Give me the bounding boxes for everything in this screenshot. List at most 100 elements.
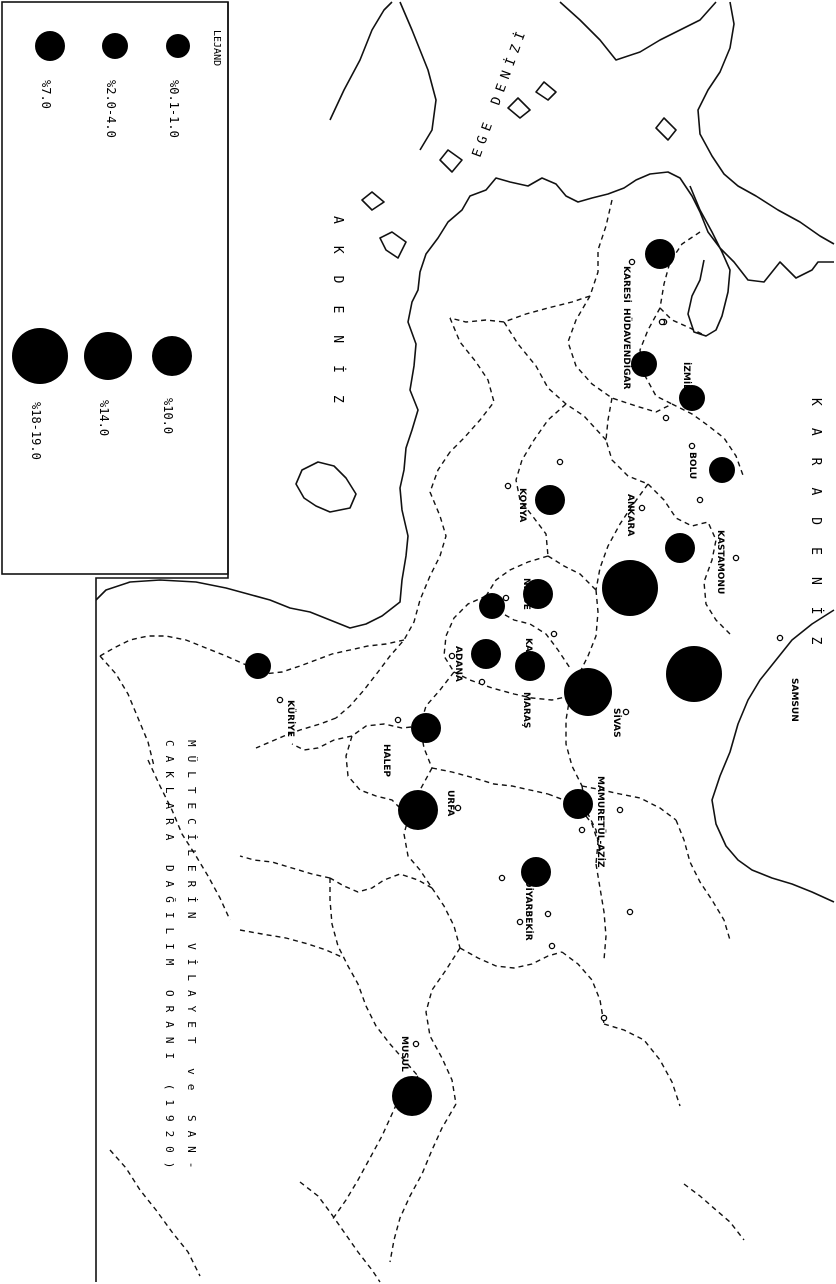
- marmara-coast: [687, 185, 731, 337]
- region-label: MUSUL: [399, 1036, 409, 1072]
- region-marker: KÜRİYE: [245, 653, 296, 737]
- legend-symbol: [84, 332, 132, 380]
- city-marker: [638, 504, 646, 512]
- refugee-share-dot: [564, 668, 612, 716]
- city-marker: [498, 874, 506, 882]
- refugee-share-dot: [479, 593, 505, 619]
- refugee-share-dot: [645, 239, 675, 269]
- aegean-island-6: [655, 117, 677, 141]
- region-label: KARESİ: [621, 266, 632, 303]
- refugee-share-dot: [515, 651, 545, 681]
- coastline: [95, 171, 834, 629]
- city-marker: [504, 482, 512, 490]
- city-marker: [276, 696, 284, 704]
- city-marker: [626, 908, 634, 916]
- refugee-share-dot: [666, 646, 722, 702]
- legend-symbol: [35, 31, 65, 61]
- city-marker: [658, 318, 666, 326]
- region-label: HÜDAVENDİGAR: [621, 308, 632, 389]
- region-marker: SAMSUN: [666, 634, 799, 722]
- city-marker: [696, 496, 704, 504]
- refugee-share-dot: [563, 789, 593, 819]
- city-marker: [776, 634, 784, 642]
- aegean-island-2: [361, 191, 385, 211]
- legend-symbol: [166, 34, 190, 58]
- aegean-label: EGE DENİZİ: [469, 24, 531, 159]
- region-label: HALEP: [381, 744, 391, 777]
- region-label: URFA: [445, 790, 455, 816]
- city-marker: [616, 806, 624, 814]
- legend-symbol: [102, 33, 128, 59]
- legend-item: %2.0-4.0: [102, 33, 128, 138]
- region-markers: KARESİ HÜDAVENDİGAR İZMİD BOLU KASTAMONUANKA…: [245, 239, 799, 1116]
- region-marker: KASTAMONU: [665, 530, 740, 594]
- coastline-east: [711, 609, 835, 903]
- refugee-share-dot: [411, 713, 441, 743]
- legend-item: %14.0: [84, 332, 132, 436]
- refugee-share-dot: [679, 385, 705, 411]
- legend-heading: LEJAND: [211, 30, 222, 66]
- black-sea-label: KARADENİZ: [808, 398, 824, 666]
- city-marker: [548, 942, 556, 950]
- region-marker: ANKARA: [602, 494, 658, 616]
- legend-symbol: [12, 328, 68, 384]
- legend-item: %10.0: [152, 336, 192, 434]
- legend-item: %7.0: [35, 31, 65, 109]
- refugee-share-dot: [535, 485, 565, 515]
- city-marker: [454, 804, 462, 812]
- province-borders: [99, 199, 745, 1283]
- region-label: SİVAS: [611, 708, 622, 738]
- refugee-share-dot: [398, 790, 438, 830]
- legend-items: %0.1-1.0 %2.0-4.0 %7.0 %10.0 %14.0 %18-19.0: [12, 31, 192, 460]
- refugee-share-dot: [471, 639, 501, 669]
- region-label: SAMSUN: [789, 678, 799, 722]
- aegean-island-1: [379, 231, 407, 259]
- city-marker: [550, 630, 558, 638]
- greece-peninsula: [329, 1, 437, 151]
- city-marker: [544, 910, 552, 918]
- refugee-share-dot: [631, 351, 657, 377]
- legend-label: %0.1-1.0: [167, 80, 181, 138]
- region-label: BOLU: [687, 452, 697, 479]
- region-marker: MAMURETÜL-AZİZ: [563, 776, 606, 868]
- legend-symbol: [152, 336, 192, 376]
- region-label: KÜRİYE: [285, 700, 296, 737]
- city-marker: [688, 442, 696, 450]
- aegean-island-4: [507, 97, 531, 119]
- legend-label: %18-19.0: [29, 402, 43, 460]
- city-marker: [732, 554, 740, 562]
- legend-label: %10.0: [161, 398, 175, 434]
- legend-label: %7.0: [39, 80, 53, 109]
- city-marker: [628, 258, 636, 266]
- greece-mainland: [559, 1, 835, 245]
- refugee-share-dot: [602, 560, 658, 616]
- region-marker: MUSUL: [392, 1036, 432, 1116]
- legend-label: %14.0: [97, 400, 111, 436]
- aegean-island-5: [535, 81, 557, 101]
- region-label: DİYARBEKİR: [523, 880, 534, 941]
- map-title-line-1: MÜLTECİLERİN VİLAYET ve SAN-: [185, 740, 198, 1177]
- region-label: ADANA: [453, 646, 463, 682]
- mediterranean-label: AKDENİZ: [330, 216, 346, 425]
- region-marker: İZMİD: [662, 362, 705, 422]
- title-box-border: [95, 2, 229, 1282]
- refugee-share-dot: [523, 579, 553, 609]
- refugee-share-dot: [245, 653, 271, 679]
- region-label: İZMİD: [681, 362, 692, 392]
- aegean-island-3: [439, 149, 463, 173]
- refugee-share-dot: [521, 857, 551, 887]
- region-marker: KARESİ: [621, 239, 675, 303]
- region-label: MARAŞ: [521, 692, 531, 728]
- region-label: MAMURETÜL-AZİZ: [595, 776, 606, 868]
- city-marker: [516, 918, 524, 926]
- region-marker: HALEP: [381, 713, 441, 777]
- refugee-share-dot: [665, 533, 695, 563]
- legend-item: %18-19.0: [12, 328, 68, 460]
- region-marker: SİVAS: [564, 668, 630, 738]
- region-marker: URFA: [398, 790, 462, 830]
- city-marker: [556, 458, 564, 466]
- map-title-line-2: CAKLARA DAĞILIM ORANI (1920): [163, 740, 176, 1177]
- city-marker: [502, 594, 510, 602]
